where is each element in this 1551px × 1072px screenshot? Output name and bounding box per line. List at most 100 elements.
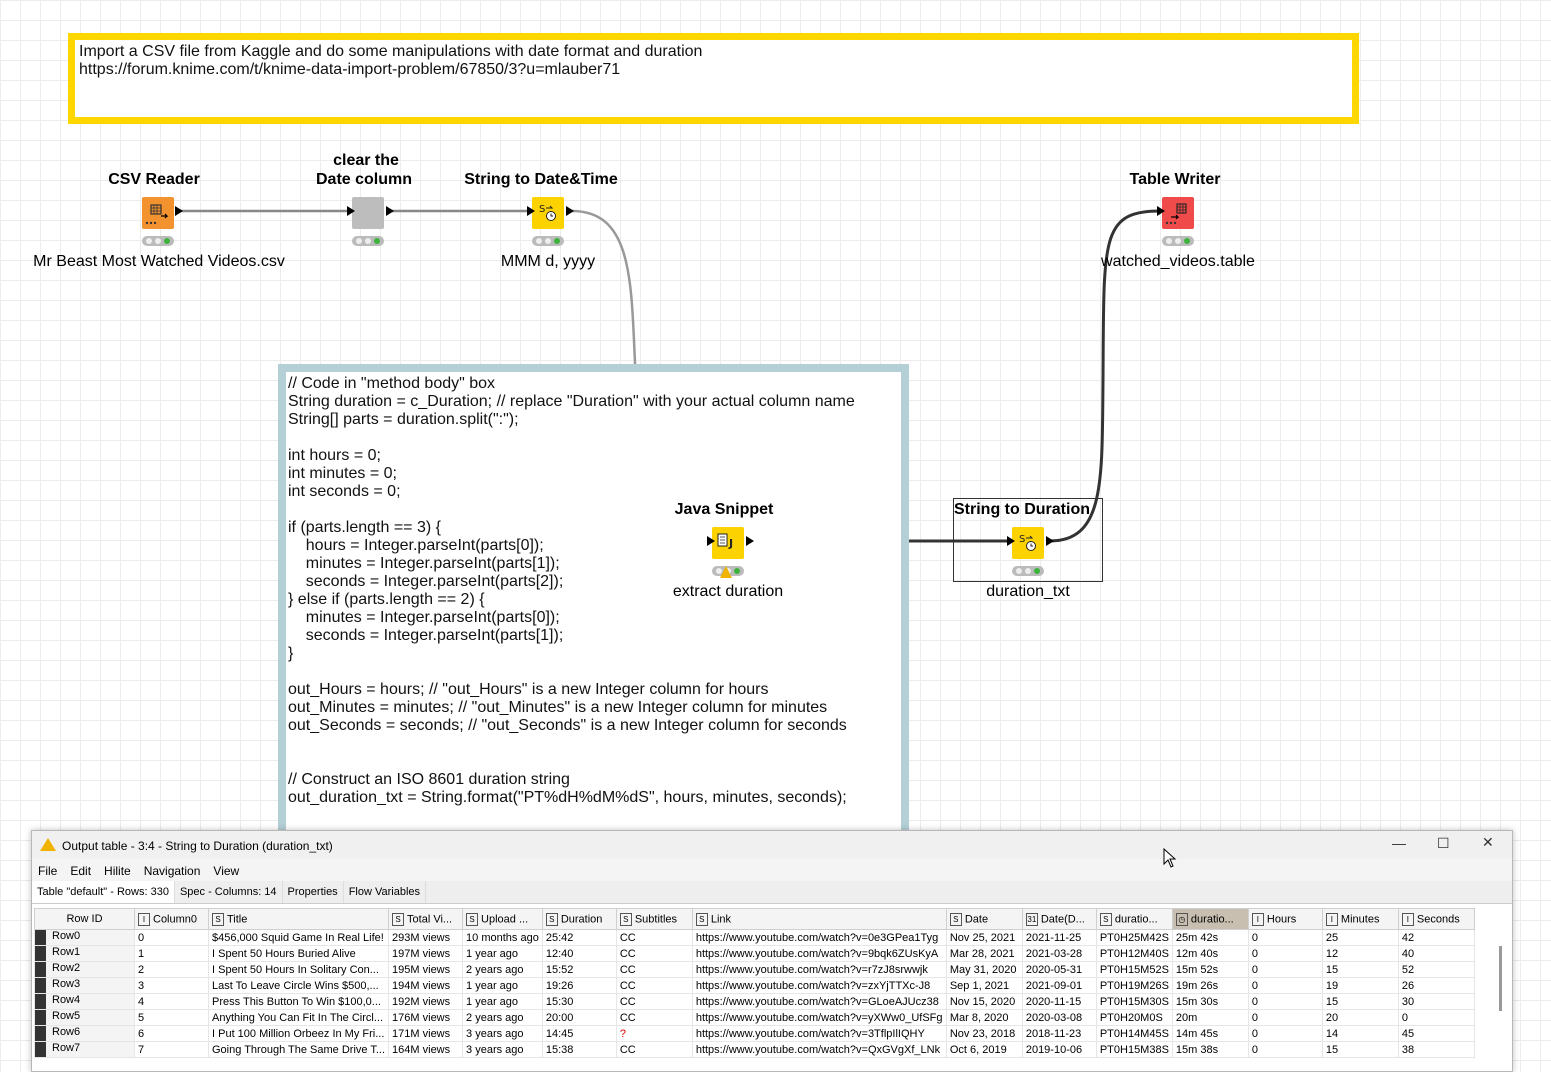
table-cell[interactable]: Going Through The Same Drive T...: [207, 1041, 390, 1058]
table-cell[interactable]: https://www.youtube.com/watch?v=GLoeAJUc…: [691, 993, 947, 1010]
table-cell[interactable]: 0: [1247, 929, 1323, 946]
input-port[interactable]: [1157, 206, 1165, 216]
table-cell[interactable]: CC: [615, 961, 693, 978]
table-cell[interactable]: https://www.youtube.com/watch?v=9bqk6ZUs…: [691, 945, 947, 962]
table-cell[interactable]: 14: [1321, 1025, 1399, 1042]
table-cell[interactable]: 40: [1397, 945, 1475, 962]
table-cell[interactable]: Oct 6, 2019: [945, 1041, 1023, 1058]
warning-icon[interactable]: [720, 566, 732, 578]
table-cell[interactable]: https://www.youtube.com/watch?v=3TflpIlI…: [691, 1025, 947, 1042]
node-label[interactable]: duration_txt: [986, 583, 1070, 600]
row-id-cell[interactable]: Row6: [34, 1025, 135, 1042]
table-cell[interactable]: 12:40: [541, 945, 617, 962]
table-cell[interactable]: PT0H12M40S: [1095, 945, 1173, 962]
row-id-cell[interactable]: Row3: [34, 977, 135, 994]
table-cell[interactable]: 14m 45s: [1171, 1025, 1249, 1042]
table-cell[interactable]: PT0H20M0S: [1095, 1009, 1173, 1026]
table-cell[interactable]: 15m 38s: [1171, 1041, 1249, 1058]
row-id-cell[interactable]: Row1: [34, 945, 135, 962]
tab-properties[interactable]: Properties: [283, 881, 344, 903]
table-cell[interactable]: 1 year ago: [462, 993, 543, 1010]
input-port[interactable]: [527, 206, 535, 216]
table-cell[interactable]: https://www.youtube.com/watch?v=0e3GPea1…: [691, 929, 947, 946]
table-cell[interactable]: 12: [1321, 945, 1399, 962]
table-cell[interactable]: 2020-05-31: [1021, 961, 1097, 978]
table-cell[interactable]: 0: [1247, 1041, 1323, 1058]
table-cell[interactable]: Nov 25, 2021: [945, 929, 1023, 946]
node-label[interactable]: Mr Beast Most Watched Videos.csv: [33, 253, 285, 270]
table-cell[interactable]: PT0H25M42S: [1095, 929, 1173, 946]
table-cell[interactable]: 10 months ago: [462, 929, 543, 946]
table-cell[interactable]: 25: [1321, 929, 1399, 946]
table-cell[interactable]: 1 year ago: [462, 977, 543, 994]
menu-hilite[interactable]: Hilite: [104, 864, 131, 878]
table-cell[interactable]: PT0H15M30S: [1095, 993, 1173, 1010]
table-cell[interactable]: Press This Button To Win $100,0...: [207, 993, 390, 1010]
output-port[interactable]: [386, 206, 394, 216]
table-cell[interactable]: https://www.youtube.com/watch?v=r7zJ8srw…: [691, 961, 947, 978]
table-cell[interactable]: 195M views: [388, 961, 464, 978]
table-cell[interactable]: Mar 8, 2020: [945, 1009, 1023, 1026]
table-cell[interactable]: CC: [615, 977, 693, 994]
table-cell[interactable]: I Spent 50 Hours In Solitary Con...: [207, 961, 390, 978]
table-cell[interactable]: 25:42: [541, 929, 617, 946]
table-cell[interactable]: https://www.youtube.com/watch?v=zxYjTTXc…: [691, 977, 947, 994]
table-cell[interactable]: 0: [1247, 993, 1323, 1010]
table-cell[interactable]: ?: [615, 1025, 693, 1042]
table-cell[interactable]: 12m 40s: [1171, 945, 1249, 962]
table-cell[interactable]: https://www.youtube.com/watch?v=yXWw0_Uf…: [691, 1009, 947, 1026]
table-cell[interactable]: 19m 26s: [1171, 977, 1249, 994]
row-id-cell[interactable]: Row0: [34, 929, 135, 946]
table-cell[interactable]: 2 years ago: [462, 1009, 543, 1026]
table-cell[interactable]: 20: [1321, 1009, 1399, 1026]
table-cell[interactable]: CC: [615, 1041, 693, 1058]
menu-view[interactable]: View: [213, 864, 240, 878]
table-cell[interactable]: 2020-03-08: [1021, 1009, 1097, 1026]
table-cell[interactable]: 0: [1247, 1009, 1323, 1026]
output-port[interactable]: [1046, 536, 1054, 546]
table-cell[interactable]: 293M views: [388, 929, 464, 946]
table-cell[interactable]: 2021-09-01: [1021, 977, 1097, 994]
table-cell[interactable]: 2021-11-25: [1021, 929, 1097, 946]
table-cell[interactable]: 15m 30s: [1171, 993, 1249, 1010]
table-cell[interactable]: Anything You Can Fit In The Circl...: [207, 1009, 390, 1026]
table-cell[interactable]: 2018-11-23: [1021, 1025, 1097, 1042]
close-button[interactable]: ✕: [1482, 834, 1494, 850]
table-cell[interactable]: PT0H19M26S: [1095, 977, 1173, 994]
table-cell[interactable]: 164M views: [388, 1041, 464, 1058]
table-cell[interactable]: 45: [1397, 1025, 1475, 1042]
table-cell[interactable]: https://www.youtube.com/watch?v=QxGVgXf_…: [691, 1041, 947, 1058]
table-cell[interactable]: 14:45: [541, 1025, 617, 1042]
tab-flow-variables[interactable]: Flow Variables: [344, 881, 427, 903]
node-label[interactable]: watched_videos.table: [1101, 253, 1255, 270]
table-cell[interactable]: Sep 1, 2021: [945, 977, 1023, 994]
table-cell[interactable]: CC: [615, 1009, 693, 1026]
table-cell[interactable]: 3: [134, 977, 209, 994]
table-cell[interactable]: 3 years ago: [462, 1025, 543, 1042]
table-cell[interactable]: I Spent 50 Hours Buried Alive: [207, 945, 390, 962]
tab-table[interactable]: Table "default" - Rows: 330: [32, 881, 175, 903]
menu-edit[interactable]: Edit: [70, 864, 92, 878]
vertical-scrollbar[interactable]: [1499, 946, 1502, 1011]
table-cell[interactable]: 15: [1321, 1041, 1399, 1058]
table-cell[interactable]: 19: [1321, 977, 1399, 994]
table-cell[interactable]: PT0H15M38S: [1095, 1041, 1173, 1058]
table-cell[interactable]: 3 years ago: [462, 1041, 543, 1058]
table-cell[interactable]: 38: [1397, 1041, 1475, 1058]
table-cell[interactable]: 15:52: [541, 961, 617, 978]
table-cell[interactable]: Nov 23, 2018: [945, 1025, 1023, 1042]
table-cell[interactable]: I Put 100 Million Orbeez In My Fri...: [207, 1025, 390, 1042]
node-label[interactable]: extract duration: [672, 583, 784, 600]
